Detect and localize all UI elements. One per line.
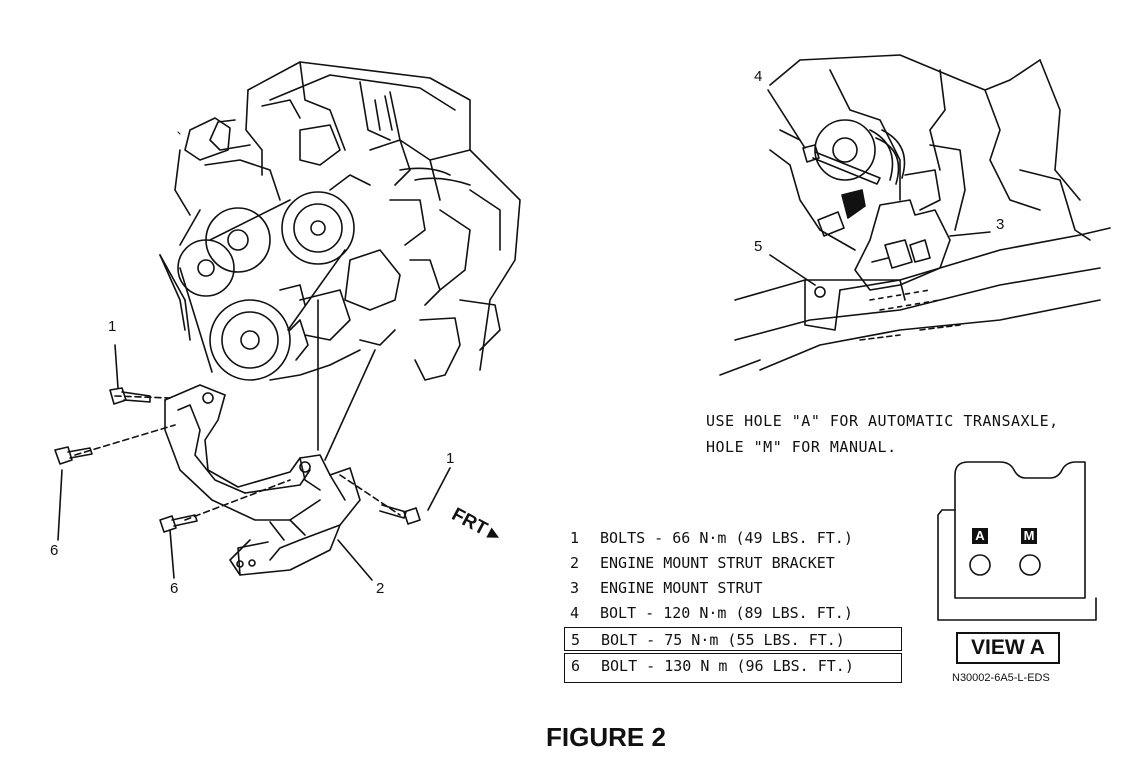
callout-2: 2 [376,580,385,597]
legend-label: BOLT - 130 N m (96 LBS. FT.) [601,657,854,675]
legend-label: ENGINE MOUNT STRUT [600,579,763,597]
drawing-code: N30002-6A5-L-EDS [952,672,1050,684]
note-line-1: USE HOLE "A" FOR AUTOMATIC TRANSAXLE, [706,412,1059,430]
hole-a-marker: A [972,528,988,544]
scan-specks [177,131,181,135]
legend-number: 3 [570,579,580,597]
callout-5: 5 [754,238,763,255]
legend-label: BOLT - 120 N·m (89 LBS. FT.) [600,604,853,622]
bolt-leader-lines [57,254,451,581]
callout-6-left: 6 [50,542,59,559]
strut-detail-drawing [719,54,1111,376]
hole-a-tag [817,211,845,237]
legend-row-5: 5 BOLT - 75 N·m (55 LBS. FT.) [564,627,902,651]
legend-number: 2 [570,554,580,572]
legend-label: BOLTS - 66 N·m (49 LBS. FT.) [600,529,853,547]
figure-title: FIGURE 2 [546,722,666,752]
legend-row-6: 6 BOLT - 130 N m (96 LBS. FT.) [564,653,902,683]
bolt-shapes [54,387,421,533]
view-a-drawing [937,461,1097,621]
legend-number: 1 [570,529,580,547]
note-line-2: HOLE "M" FOR MANUAL. [706,438,897,456]
legend-number: 5 [571,631,581,649]
callout-6-bottom: 6 [170,580,179,597]
callout-1-right: 1 [446,450,455,467]
legend-row-1: 1 BOLTS - 66 N·m (49 LBS. FT.) [564,526,902,550]
legend-label: ENGINE MOUNT STRUT BRACKET [600,554,835,572]
view-a-label: VIEW A [956,632,1060,664]
legend-row-2: 2 ENGINE MOUNT STRUT BRACKET [564,551,902,575]
legend-row-4: 4 BOLT - 120 N·m (89 LBS. FT.) [564,601,902,625]
strut-bracket-drawing [164,384,361,576]
callout-4: 4 [754,68,763,85]
hole-m-marker: M [1021,528,1037,544]
legend-number: 4 [570,604,580,622]
callout-1-top: 1 [108,318,117,335]
engine-block-drawing [159,61,521,381]
legend-label: BOLT - 75 N·m (55 LBS. FT.) [601,631,845,649]
legend-row-3: 3 ENGINE MOUNT STRUT [564,576,902,600]
legend-number: 6 [571,657,581,675]
callout-3: 3 [996,216,1005,233]
